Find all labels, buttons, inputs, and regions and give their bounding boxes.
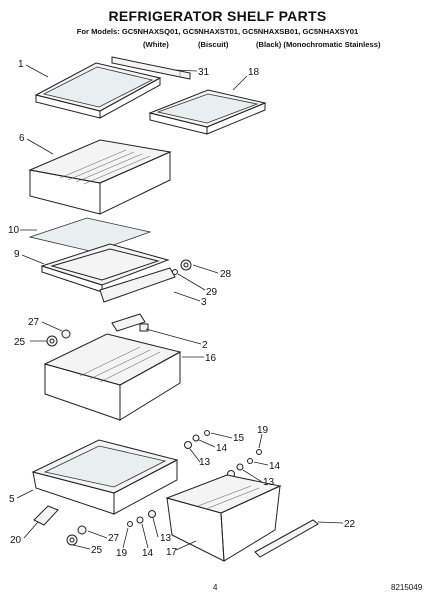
callout-19-right: 19 — [257, 425, 269, 436]
part-25-roller-axle-upper — [46, 335, 58, 347]
callout-1: 1 — [18, 59, 24, 70]
callout-25-lower: 25 — [91, 545, 103, 556]
callout-27-upper: 27 — [28, 317, 40, 328]
leader-lines — [16, 64, 344, 551]
callout-14-lower: 14 — [142, 548, 154, 559]
part-16-crisper-drawer — [43, 333, 182, 421]
callout-13-right: 13 — [263, 477, 275, 488]
callout-20: 20 — [10, 535, 22, 546]
callout-15: 15 — [233, 433, 245, 444]
part-2-cover-bracket — [111, 313, 149, 332]
callout-5: 5 — [9, 494, 15, 505]
part-28-roller — [180, 259, 192, 271]
callout-13-upper: 13 — [199, 457, 211, 468]
callout-10: 10 — [8, 225, 20, 236]
callout-31: 31 — [198, 67, 210, 78]
callout-17: 17 — [166, 547, 178, 558]
page-number: 4 — [213, 583, 218, 592]
part-1-glass-shelf — [34, 62, 162, 119]
part-18-glass-shelf — [148, 89, 267, 135]
callout-18: 18 — [248, 67, 260, 78]
callout-14-right: 14 — [269, 461, 281, 472]
part-31-shelf-trim — [111, 56, 191, 80]
variant-biscuit: (Biscuit) — [198, 40, 229, 49]
callout-2: 2 — [202, 340, 208, 351]
callout-9: 9 — [14, 249, 20, 260]
variant-black-stainless: (Black) (Monochromatic Stainless) — [256, 40, 381, 49]
part-3-cover-front-trim — [99, 267, 176, 303]
callout-16: 16 — [205, 353, 217, 364]
callout-3: 3 — [201, 297, 207, 308]
callout-28: 28 — [220, 269, 232, 280]
part-17-meat-drawer — [165, 474, 282, 562]
part-22-drawer-handle — [254, 519, 319, 558]
part-6-crisper-drawer — [28, 139, 172, 215]
part-13-14-19-hardware-lower — [127, 510, 156, 527]
part-10-crisper-cover-glass — [28, 217, 152, 253]
callout-29: 29 — [206, 287, 218, 298]
page-title: REFRIGERATOR SHELF PARTS — [108, 8, 327, 24]
callout-19-lower: 19 — [116, 548, 128, 559]
callout-25-upper: 25 — [14, 337, 26, 348]
callout-14-upper: 14 — [216, 443, 228, 454]
part-5-meat-drawer-cover — [31, 439, 179, 515]
part-25-roller-axle-lower — [66, 534, 78, 546]
model-list: For Models: GC5NHAXSQ01, GC5NHAXST01, GC… — [76, 27, 359, 36]
callout-22: 22 — [344, 519, 356, 530]
callout-numbers: 1 31 18 6 10 9 28 29 3 27 25 2 16 15 19 … — [8, 59, 356, 559]
part-29-screw — [172, 269, 178, 275]
part-13-14-15-hardware-upper — [184, 430, 262, 478]
callout-13-lower: 13 — [160, 533, 172, 544]
part-27-roller-lower — [77, 525, 87, 535]
part-27-roller-upper — [61, 329, 71, 339]
variant-white: (White) — [143, 40, 169, 49]
document-number: 8215049 — [391, 583, 423, 592]
callout-27-lower: 27 — [108, 533, 120, 544]
part-20-end-cap — [33, 505, 59, 526]
callout-6: 6 — [19, 133, 25, 144]
